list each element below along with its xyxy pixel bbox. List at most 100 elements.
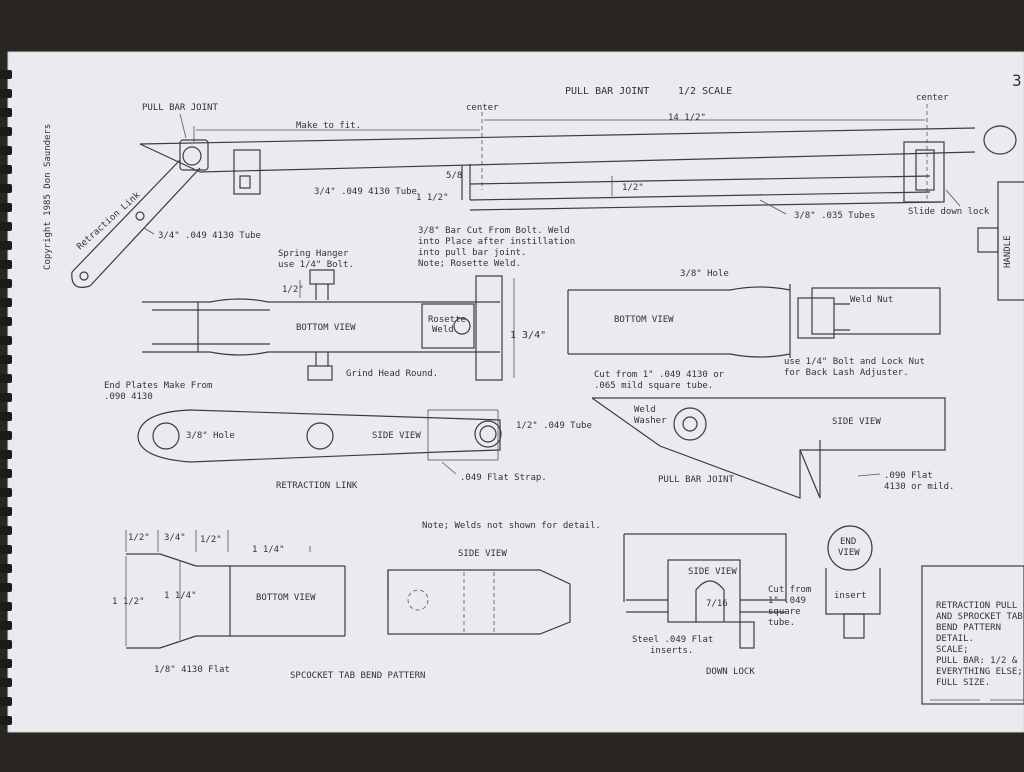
label-half-inch: 1/2" (622, 183, 644, 193)
label-inserts: Steel .049 Flat (632, 635, 713, 645)
down-lock: SIDE VIEW 7/16 Steel .049 Flat inserts. … (623, 525, 881, 677)
label-link-tube: 3/4" .049 4130 Tube (158, 231, 261, 241)
binding-hole (0, 260, 12, 269)
title-text: PULL BAR JOINT (565, 86, 649, 97)
binding-hole (0, 355, 12, 364)
binding-hole (0, 545, 12, 554)
label-tube: 1/2" .049 Tube (516, 421, 592, 431)
title-block-line: BEND PATTERN (936, 623, 1001, 633)
label-side-view: SIDE VIEW (372, 431, 421, 441)
label-tab-side-view: SIDE VIEW (458, 549, 507, 559)
label-retraction-caption: RETRACTION LINK (276, 481, 358, 491)
label-flat: .090 Flat (884, 471, 933, 481)
binding-hole (0, 697, 12, 706)
title-block-line: RETRACTION PULL B (936, 601, 1024, 611)
note-line: use 1/4" Bolt. (278, 260, 354, 270)
page-number: 3 (1012, 71, 1022, 90)
binding-hole (0, 165, 12, 174)
binding-hole (0, 678, 12, 687)
binding-hole (0, 507, 12, 516)
note-line: Note; Rosette Weld. (418, 259, 521, 269)
label-side-view-2: SIDE VIEW (832, 417, 881, 427)
binding-hole (0, 374, 12, 383)
binding-hole (0, 127, 12, 136)
label-joint-caption: PULL BAR JOINT (658, 475, 734, 485)
label-5-8: 5/8 (446, 171, 462, 181)
note-line: into Place after instillation (418, 237, 575, 247)
binding-hole (0, 108, 12, 117)
binding-hole (0, 621, 12, 630)
label-1-3-4: 1 3/4" (510, 330, 546, 341)
label-weld-washer: Weld (634, 405, 656, 415)
binding-hole (0, 412, 12, 421)
binding-hole (0, 184, 12, 193)
binding-hole (0, 203, 12, 212)
retraction-link-bottom-view: 1/2" BOTTOM VIEW Rosette Weld 1 3/4" Gri… (104, 269, 546, 402)
title-block-line: DETAIL. (936, 634, 974, 644)
label-center-right: center (916, 93, 949, 103)
label-flat-2: 4130 or mild. (884, 482, 954, 492)
label-flat-4130: 1/8" 4130 Flat (154, 665, 230, 675)
label-tube-4130: 3/4" .049 4130 Tube (314, 187, 417, 197)
note-line: Spring Hanger (278, 249, 349, 259)
label-cut-from-3: Cut from (768, 585, 811, 595)
binding-hole (0, 716, 12, 725)
binding-hole (0, 488, 12, 497)
label-bottom-view-2: BOTTOM VIEW (614, 315, 674, 325)
label-cut-from-2: .065 mild square tube. (594, 381, 713, 391)
dim: 1 1/2" (112, 597, 145, 607)
binding-hole (0, 393, 12, 402)
binding-holes (0, 70, 12, 725)
label-strap: .049 Flat Strap. (460, 473, 547, 483)
label-sprocket-caption: SPCOCKET TAB BEND PATTERN (290, 671, 425, 681)
binding-hole (0, 241, 12, 250)
title-block-line: FULL SIZE. (936, 678, 990, 688)
binding-hole (0, 659, 12, 668)
copyright-text: Copyright 1985 Don Saunders (43, 124, 53, 270)
label-bolt-note: use 1/4" Bolt and Lock Nut (784, 357, 925, 367)
label-make-to-fit: Make to fit. (296, 121, 361, 131)
label-end-plates-mat: .090 4130 (104, 392, 153, 402)
title-block-line: EVERYTHING ELSE; (936, 667, 1023, 677)
label-inserts-2: inserts. (650, 646, 693, 656)
binding-hole (0, 298, 12, 307)
label-half: 1/2" (282, 285, 304, 295)
title-block-line: SCALE; (936, 645, 969, 655)
label-center-left: center (466, 103, 499, 113)
binding-hole (0, 336, 12, 345)
label-weld: Weld (432, 325, 454, 335)
label-7-16: 7/16 (706, 599, 728, 609)
label-handle: HANDLE (1003, 235, 1013, 268)
bar-cut-note: 3/8" Bar Cut From Bolt. Weld into Place … (418, 226, 575, 269)
welds-note: Note; Welds not shown for detail. (422, 521, 601, 531)
paper-sheet (8, 52, 1024, 732)
label-14-half: 14 1/2" (668, 113, 706, 123)
pull-bar-joint-side-view: Weld Washer SIDE VIEW .090 Flat 4130 or … (591, 397, 954, 499)
label-end-view-2: VIEW (838, 548, 860, 558)
binding-hole (0, 602, 12, 611)
dim: 1/2" (200, 535, 222, 545)
scale-text: 1/2 SCALE (678, 86, 732, 97)
label-slide-down-lock: Slide down lock (908, 207, 990, 217)
label-rosette: Rosette (428, 315, 466, 325)
binding-hole (0, 526, 12, 535)
label-side-view-3: SIDE VIEW (688, 567, 737, 577)
binding-hole (0, 564, 12, 573)
label-grind: Grind Head Round. (346, 369, 438, 379)
label-cut-from-4: 1" .049 (768, 596, 806, 606)
label-pull-bar-joint: PULL BAR JOINT (142, 103, 218, 113)
label-bottom-view-3: BOTTOM VIEW (256, 593, 316, 603)
label-insert: insert (834, 591, 867, 601)
label-hole-2: 3/8" Hole (186, 431, 235, 441)
sprocket-tab-bend-pattern: 1/2" 3/4" 1/2" 1 1/4" 1 1/2" 1 1/4" BOTT… (112, 530, 425, 681)
label-end-plates: End Plates Make From (104, 381, 212, 391)
binding-hole (0, 89, 12, 98)
retraction-link-side-view: 3/8" Hole SIDE VIEW 1/2" .049 Tube .049 … (137, 409, 592, 491)
label-cut-from: Cut from 1" .049 4130 or (594, 370, 725, 380)
label-bottom-view: BOTTOM VIEW (296, 323, 356, 333)
binding-hole (0, 70, 12, 79)
label-down-lock-caption: DOWN LOCK (706, 667, 755, 677)
label-cut-from-6: tube. (768, 618, 795, 628)
label-bolt-note-2: for Back Lash Adjuster. (784, 368, 909, 378)
